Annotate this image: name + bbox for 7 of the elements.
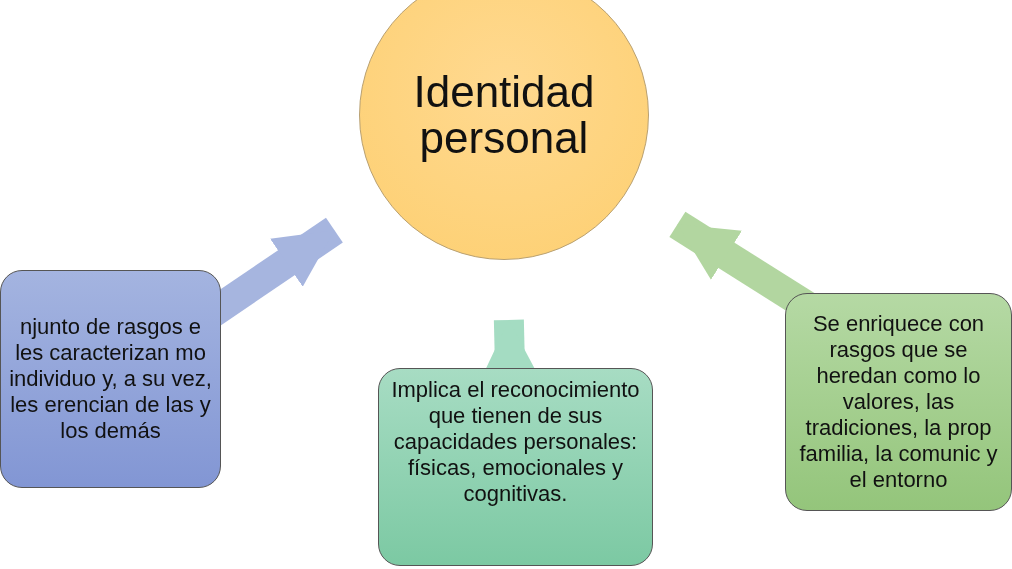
text-box bbox=[0, 270, 221, 488]
box-text: Se enriquece con rasgos que se heredan como lo valores, las tradiciones, la prop familia, la comunic y el entorno bbox=[798, 311, 999, 493]
box-text: Implica el reconocimiento que tienen de sus capacidades personales: físicas, emocionales y cognitivas. bbox=[390, 377, 641, 507]
text-box bbox=[378, 368, 653, 566]
box-text: njunto de rasgos e les caracterizan mo individuo y, a su vez, les erencian de las y los demás bbox=[9, 314, 212, 444]
text-box bbox=[785, 293, 1012, 511]
title-text: Identidad personal bbox=[412, 69, 596, 161]
